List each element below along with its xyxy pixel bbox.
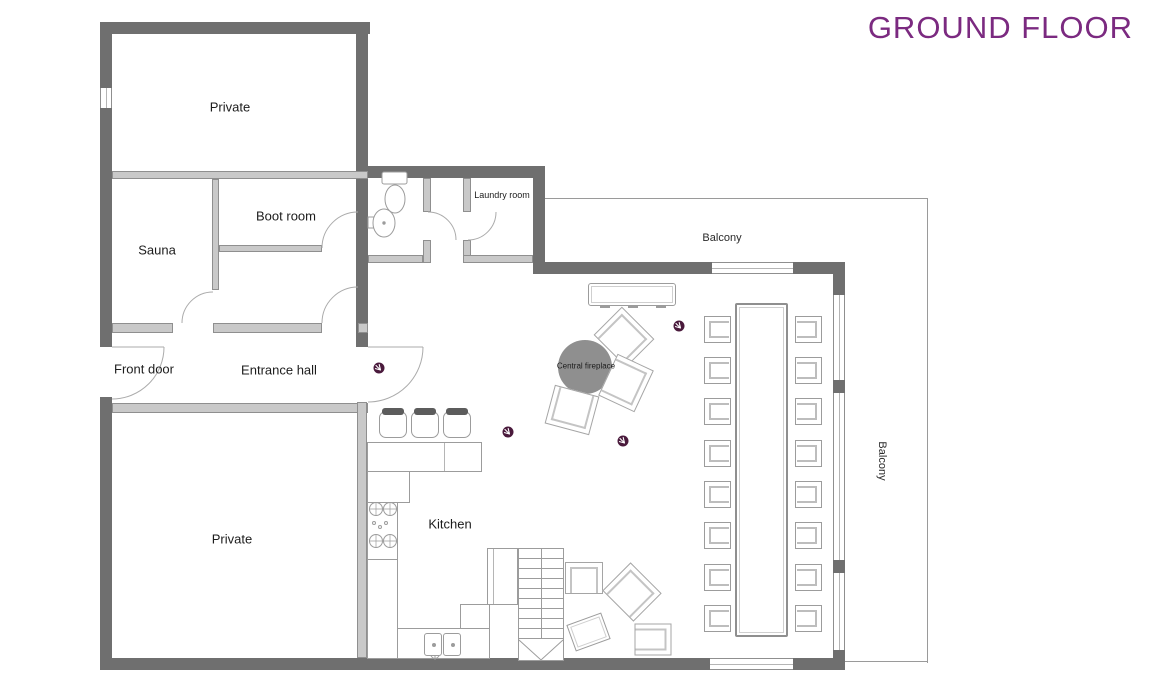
wall-hall-top-2 (213, 323, 322, 333)
stove-icon (369, 502, 397, 548)
dining-chair (795, 357, 822, 384)
wall-hall-top-3 (358, 323, 368, 333)
page-title: GROUND FLOOR (867, 10, 1133, 45)
dining-chair (795, 398, 822, 425)
bar-stool (379, 408, 407, 438)
window-left (100, 88, 112, 108)
window-bottom (710, 658, 793, 670)
wall-top (100, 22, 370, 34)
balcony-outline-bottom (845, 661, 928, 662)
wall-laundry-bottom (463, 255, 533, 263)
sink-basin (424, 633, 442, 656)
dining-chair (704, 316, 731, 343)
wall-hall-bottom (112, 403, 368, 413)
door-arc-laundry (467, 211, 497, 241)
leaf-marker-icon (502, 426, 514, 438)
sink-basin (443, 633, 461, 656)
wall-left-lower (100, 397, 112, 670)
bar-stool (411, 408, 439, 438)
dining-chair (704, 605, 731, 632)
room-label-sauna: Sauna (138, 242, 176, 258)
sofa (588, 283, 676, 306)
wall-center-vertical (356, 22, 368, 347)
toilet-icon (381, 171, 408, 214)
room-label-entrance-hall: Entrance hall (241, 362, 317, 378)
door-arc-entrance-hall (367, 346, 424, 403)
wall-private-top-bottom (112, 171, 368, 179)
wall-bottom-2 (793, 658, 845, 670)
room-label-front-door: Front door (114, 361, 174, 377)
door-arc-boot-room (321, 211, 359, 249)
wall-laundry-divider-upper (463, 178, 471, 212)
room-label-private-top: Private (209, 99, 251, 115)
wall-laundry-right (533, 166, 545, 274)
door-arc-wc (427, 211, 457, 241)
dining-chair (704, 564, 731, 591)
leaf-marker-icon (373, 362, 385, 374)
kitchen-cabinet (487, 548, 518, 605)
window-right-2 (833, 393, 845, 560)
balcony-outline (545, 198, 928, 663)
wall-wc-bottom (368, 255, 423, 263)
door-arc-sauna (181, 291, 214, 324)
faucet-icon (430, 655, 440, 660)
stair-arrow-icon (518, 639, 564, 661)
wall-private-bottom-right (357, 402, 367, 658)
wall-hall-top-1 (112, 323, 173, 333)
wall-living-top-1 (545, 262, 712, 274)
kitchen-counter (460, 604, 490, 629)
dining-chair (795, 316, 822, 343)
kitchen-counter (367, 559, 398, 659)
room-label-balcony-right: Balcony (876, 441, 888, 481)
kitchen-bar-counter (367, 442, 482, 472)
bar-stool (443, 408, 471, 438)
leaf-marker-icon (673, 320, 685, 332)
wall-bottom-1 (100, 658, 710, 670)
window-right-3 (833, 573, 845, 650)
leaf-marker-icon (617, 435, 629, 447)
staircase (518, 548, 564, 661)
window-top (712, 262, 793, 274)
room-label-central-fireplace: Central fireplace (556, 361, 616, 371)
dining-chair (704, 481, 731, 508)
dining-chair (704, 522, 731, 549)
window-right-1 (833, 295, 845, 380)
wall-wc-top (368, 166, 540, 178)
wall-boot-room-bottom (219, 245, 322, 252)
room-label-kitchen: Kitchen (428, 516, 472, 532)
washbasin-icon (367, 208, 396, 238)
wall-hall-right-upper (356, 333, 368, 347)
dining-chair (795, 481, 822, 508)
door-arc-front-door (111, 346, 165, 400)
wall-wc-divider-lower (423, 240, 431, 263)
room-label-laundry-room: Laundry room (474, 190, 530, 200)
dining-chair (704, 440, 731, 467)
dining-chair (704, 357, 731, 384)
dining-chair (795, 522, 822, 549)
room-label-boot-room: Boot room (256, 208, 316, 224)
wall-right-post-2 (833, 560, 845, 573)
room-label-balcony-top: Balcony (702, 232, 742, 244)
dining-chair (795, 440, 822, 467)
wall-living-top-2 (793, 262, 845, 274)
dining-chair (795, 564, 822, 591)
wall-right-post-1 (833, 380, 845, 393)
wall-right-corner-top (833, 262, 845, 295)
door-arc-corridor (321, 286, 359, 324)
dining-table (735, 303, 788, 637)
dining-chair (704, 398, 731, 425)
wall-wc-divider-upper (423, 178, 431, 212)
room-label-private-bottom: Private (211, 531, 253, 547)
wall-sauna-boot-divider (212, 179, 219, 290)
dining-chair (795, 605, 822, 632)
